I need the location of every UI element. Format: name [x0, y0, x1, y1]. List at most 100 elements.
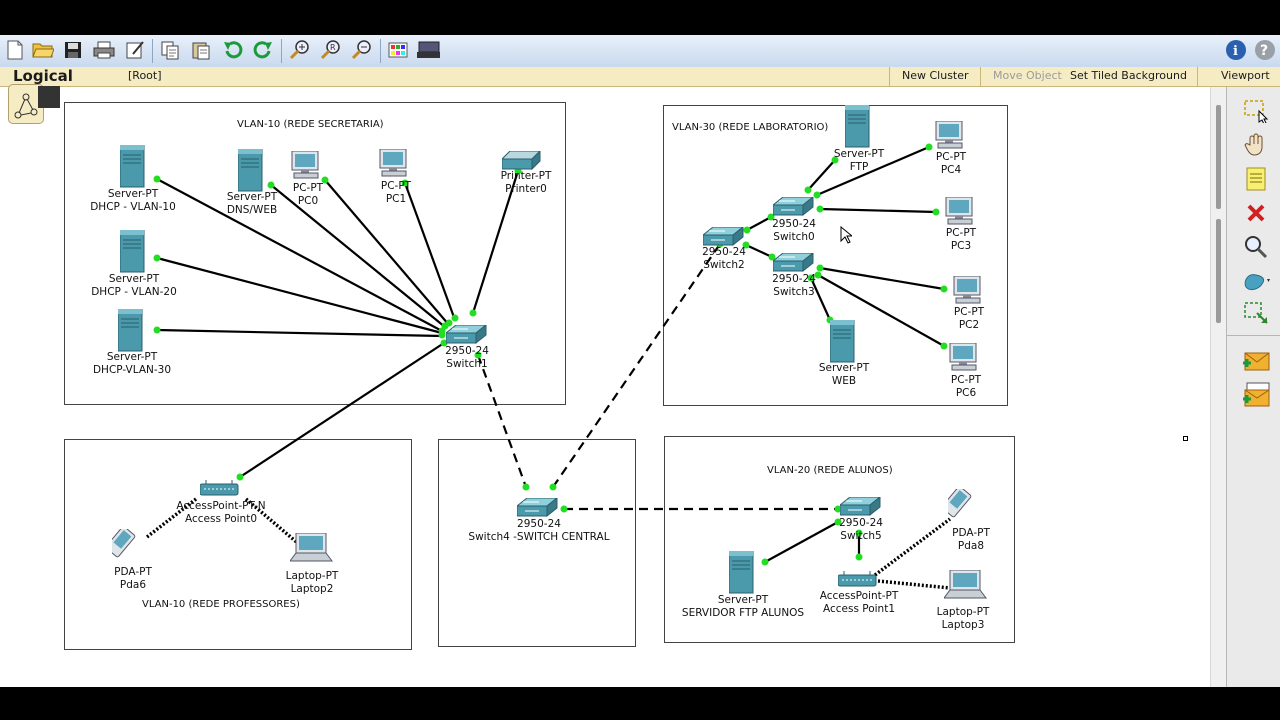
- area-label-alunos: VLAN-20 (REDE ALUNOS): [767, 465, 893, 476]
- select-icon[interactable]: [1241, 97, 1271, 125]
- activity-wizard-icon[interactable]: [123, 38, 147, 62]
- switch-icon[interactable]: [446, 325, 488, 345]
- root-breadcrumb[interactable]: [Root]: [128, 69, 162, 82]
- switch-icon[interactable]: [517, 498, 559, 518]
- resize-shape-icon[interactable]: [1241, 299, 1271, 327]
- new-cluster-button[interactable]: New Cluster: [902, 69, 969, 82]
- redo-icon[interactable]: [251, 38, 275, 62]
- help-icon[interactable]: ?: [1253, 38, 1277, 62]
- print-icon[interactable]: [92, 38, 116, 62]
- add-complex-pdu-icon[interactable]: [1241, 381, 1271, 409]
- common-tools-bar: [1226, 87, 1280, 687]
- switch-icon[interactable]: [703, 227, 745, 247]
- server-icon[interactable]: [830, 320, 856, 364]
- undo-icon[interactable]: [221, 38, 245, 62]
- server-icon[interactable]: [120, 230, 146, 274]
- laptop-icon[interactable]: [290, 533, 334, 563]
- pc-icon[interactable]: [944, 197, 976, 227]
- server-icon[interactable]: [120, 145, 146, 189]
- zoom-in-icon[interactable]: [288, 38, 312, 62]
- set-tiled-background-button[interactable]: Set Tiled Background: [1070, 69, 1187, 82]
- inspect-magnifier-icon[interactable]: [1241, 233, 1271, 261]
- pc-icon[interactable]: [934, 121, 966, 151]
- zoom-out-icon[interactable]: [350, 38, 374, 62]
- svg-text:?: ?: [1260, 43, 1268, 59]
- scrollbar-thumb-lower[interactable]: [1216, 219, 1221, 323]
- server-icon[interactable]: [238, 149, 264, 193]
- save-icon[interactable]: [61, 38, 85, 62]
- delete-icon[interactable]: [1241, 199, 1271, 227]
- custom-device-icon[interactable]: [416, 38, 440, 62]
- pda-icon[interactable]: [948, 489, 988, 523]
- workspace-title: Logical: [13, 67, 73, 85]
- area-label-laboratorio: VLAN-30 (REDE LABORATORIO): [672, 122, 829, 133]
- paste-icon[interactable]: [189, 38, 213, 62]
- logical-workspace-bar: Logical [Root] New Cluster Move Object S…: [0, 67, 1280, 87]
- viewport-button[interactable]: Viewport: [1221, 69, 1270, 82]
- switch-icon[interactable]: [773, 253, 815, 273]
- mouse-cursor-icon: [840, 226, 852, 244]
- add-simple-pdu-icon[interactable]: [1241, 347, 1271, 375]
- switch-icon[interactable]: [773, 197, 815, 217]
- move-layout-hand-icon[interactable]: [1241, 131, 1271, 159]
- pda-icon[interactable]: [112, 529, 144, 563]
- new-file-icon[interactable]: [3, 38, 27, 62]
- area-label-professores: VLAN-10 (REDE PROFESSORES): [142, 599, 300, 610]
- area-secretaria: [64, 102, 566, 405]
- info-icon[interactable]: i: [1224, 38, 1248, 62]
- pc-icon[interactable]: [290, 151, 322, 181]
- server-icon[interactable]: [729, 551, 755, 595]
- place-note-icon[interactable]: [1241, 165, 1271, 193]
- logical-view-icon[interactable]: [8, 84, 44, 124]
- logical-canvas[interactable]: VLAN-10 (REDE SECRETARIA) VLAN-30 (REDE …: [0, 87, 1210, 687]
- laptop-icon[interactable]: [944, 570, 988, 600]
- access-point-icon[interactable]: [200, 480, 240, 498]
- vertical-scrollbar[interactable]: [1210, 87, 1227, 687]
- access-point-icon[interactable]: [838, 571, 878, 589]
- pc-icon[interactable]: [378, 149, 410, 179]
- draw-shape-icon[interactable]: [1241, 267, 1271, 295]
- network-links: [145, 143, 952, 590]
- resize-marker: [1183, 436, 1188, 441]
- server-icon[interactable]: [118, 309, 144, 353]
- copy-icon[interactable]: [158, 38, 182, 62]
- move-object-button[interactable]: Move Object: [993, 69, 1062, 82]
- cluster-tab-icon: [38, 86, 60, 108]
- palette-icon[interactable]: [386, 38, 410, 62]
- pc-icon[interactable]: [948, 343, 980, 373]
- scrollbar-thumb[interactable]: [1216, 105, 1221, 209]
- server-icon[interactable]: [845, 105, 871, 149]
- svg-text:R: R: [330, 43, 336, 52]
- area-alunos: [664, 436, 1015, 643]
- pc-icon[interactable]: [952, 276, 984, 306]
- zoom-reset-icon[interactable]: R: [319, 38, 343, 62]
- printer-icon[interactable]: [502, 151, 542, 171]
- open-folder-icon[interactable]: [31, 38, 55, 62]
- main-toolbar: R i ?: [0, 35, 1280, 68]
- area-label-secretaria: VLAN-10 (REDE SECRETARIA): [237, 119, 384, 130]
- switch-icon[interactable]: [840, 497, 882, 517]
